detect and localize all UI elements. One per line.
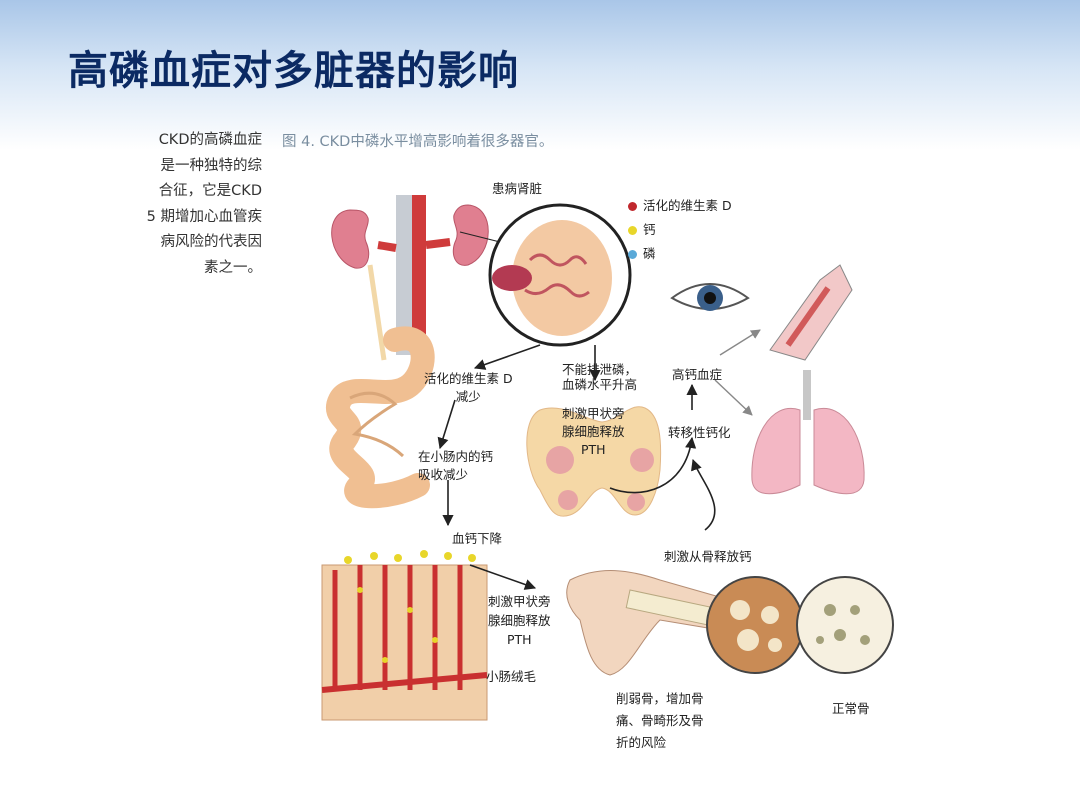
legend-item-vitamin-d: 活化的维生素 D <box>628 194 732 218</box>
slide-title: 高磷血症对多脏器的影响 <box>68 48 519 94</box>
label-pth-release-bottom: 刺激甲状旁 腺细胞释放 PTH <box>488 594 551 647</box>
arm-bone <box>566 570 731 676</box>
label-diseased-kidney: 患病肾脏 <box>492 181 543 196</box>
bone-circles <box>706 576 894 674</box>
blue-dot-icon <box>628 250 637 259</box>
side-note-line: 5 期增加心血管疾 <box>146 208 262 225</box>
intestinal-villi <box>321 550 488 721</box>
yellow-dot-icon <box>628 226 637 235</box>
legend-item-calcium: 钙 <box>628 218 732 242</box>
figure-caption: 图 4. CKD中磷水平增高影响着很多器官。 <box>282 134 554 150</box>
digestive-tract <box>326 326 435 509</box>
label-blood-ca-decrease: 血钙下降 <box>452 531 503 546</box>
label-pth-release-top: 刺激甲状旁 腺细胞释放 PTH <box>562 406 625 457</box>
header-band <box>0 0 1080 150</box>
blood-vessel <box>769 264 853 361</box>
label-active-vitd-decrease: 活化的维生素 D 减少 <box>424 371 513 404</box>
great-vessels <box>377 195 451 355</box>
red-dot-icon <box>628 202 637 211</box>
label-villi: 小肠绒毛 <box>486 669 537 684</box>
parathyroid-gland <box>526 406 662 517</box>
label-normal-bone: 正常骨 <box>832 701 870 716</box>
side-note-line: 病风险的代表因 <box>160 234 263 250</box>
flow-arrows <box>437 344 716 590</box>
diagram-legend: 活化的维生素 D 钙 磷 <box>628 194 732 266</box>
eye <box>670 283 750 311</box>
label-phosphate-retention: 不能排泄磷， 血磷水平升高 <box>562 362 638 392</box>
label-hypercalcemia: 高钙血症 <box>672 367 723 382</box>
label-bone-weakening: 削弱骨，增加骨 痛、骨畸形及骨 折的风险 <box>616 691 704 750</box>
side-note-line: 素之一。 <box>204 259 262 276</box>
lungs <box>751 370 865 495</box>
organ-illustration <box>321 195 894 721</box>
side-note-line: 是一种独特的综 <box>160 157 263 174</box>
label-intestinal-ca-absorption: 在小肠内的钙 吸收减少 <box>418 449 494 482</box>
kidney-zoom-circle <box>459 203 632 347</box>
label-bone-ca-release: 刺激从骨释放钙 <box>664 549 752 564</box>
calcification-arrows <box>714 329 761 416</box>
side-note-line: CKD的高磷血症 <box>158 132 262 148</box>
side-note: CKD的高磷血症 是一种独特的综 合征，它是CKD 5 期增加心血管疾 病风险的… <box>112 128 262 281</box>
legend-item-phosphate: 磷 <box>628 242 732 266</box>
side-note-line: 合征，它是CKD <box>158 183 262 199</box>
label-metastatic-calcification: 转移性钙化 <box>668 425 731 440</box>
